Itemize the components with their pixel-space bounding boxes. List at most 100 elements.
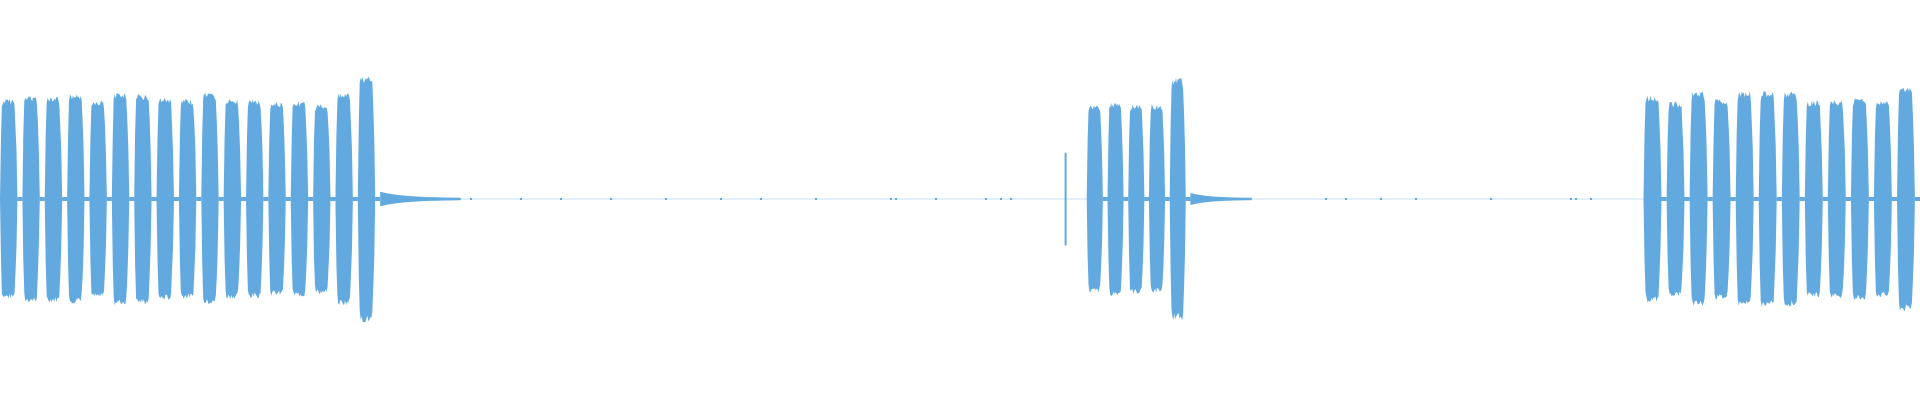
- waveform-gap: [308, 197, 314, 201]
- waveform-pulse: [1735, 91, 1754, 306]
- waveform-gap: [1822, 197, 1828, 201]
- waveform-gap: [1868, 197, 1874, 201]
- waveform-gap: [106, 197, 112, 201]
- waveform-pulse: [1666, 101, 1685, 297]
- waveform-speck: [1325, 198, 1327, 200]
- waveform-gap: [1102, 197, 1108, 201]
- waveform-gap: [1845, 197, 1851, 201]
- waveform-pulse: [1873, 101, 1892, 297]
- waveform-gap: [174, 197, 179, 201]
- waveform-gap: [1165, 197, 1170, 201]
- waveform-pulse: [268, 102, 286, 296]
- waveform-pulse: [1643, 95, 1662, 303]
- waveform-gap: [1753, 197, 1759, 201]
- waveform-pulse: [134, 93, 152, 304]
- waveform-speck: [1415, 198, 1417, 200]
- tail-2: [1190, 193, 1252, 205]
- waveform-pulse: [22, 95, 40, 303]
- click-1: [1064, 152, 1067, 246]
- waveform-gap: [39, 197, 45, 201]
- waveform-gap: [1799, 197, 1805, 201]
- waveform-pulse: [44, 96, 63, 303]
- waveform-gap: [196, 197, 202, 201]
- waveform-gap: [218, 197, 224, 201]
- waveform-pulse: [313, 104, 331, 295]
- waveform-gap: [129, 197, 135, 201]
- waveform-speck: [985, 198, 987, 200]
- waveform-speck: [760, 198, 762, 200]
- waveform-speck: [1345, 198, 1347, 200]
- waveform-speck: [665, 198, 667, 200]
- waveform-pulse: [111, 92, 130, 306]
- waveform-gap: [1707, 197, 1713, 201]
- waveform-pulse: [1086, 105, 1103, 293]
- waveform-gap: [1123, 197, 1129, 201]
- waveform-gap: [241, 197, 246, 201]
- waveform-pulse: [1148, 104, 1166, 293]
- waveform-speck: [1490, 198, 1492, 200]
- waveform-pulse: [89, 99, 107, 297]
- waveform-gap: [375, 197, 381, 201]
- waveform-gap: [84, 197, 90, 201]
- waveform-pulse: [1804, 100, 1823, 298]
- waveform-gap: [1661, 197, 1667, 201]
- waveform-speck: [1590, 198, 1592, 200]
- burst-2: [1086, 77, 1191, 321]
- waveform-pulse: [0, 99, 18, 299]
- waveform-gap: [1684, 197, 1690, 201]
- waveform-speck: [890, 198, 892, 200]
- waveform-speck: [610, 198, 612, 200]
- waveform-speck: [470, 198, 472, 200]
- waveform-speck: [935, 198, 937, 200]
- waveform-gap: [1891, 197, 1897, 201]
- waveform-pulse: [1169, 77, 1186, 321]
- waveform-speck: [815, 198, 817, 200]
- burst-1: [0, 76, 381, 323]
- waveform-pulse: [1107, 102, 1124, 296]
- waveform-pulse: [1850, 98, 1869, 301]
- waveform-gap: [263, 197, 269, 201]
- waveform-gap: [17, 197, 23, 201]
- waveform-pulse: [357, 76, 376, 323]
- waveform-pulse: [156, 98, 174, 300]
- waveform-pulse: [1128, 104, 1145, 294]
- waveform-pulse: [290, 101, 309, 297]
- waveform-gap: [352, 197, 358, 201]
- waveform-speck: [1575, 198, 1577, 200]
- waveform-speck: [560, 198, 562, 200]
- burst-3: [1643, 87, 1920, 311]
- waveform-gap: [62, 197, 68, 201]
- waveform-pulse: [1689, 91, 1708, 306]
- tail-1: [380, 191, 461, 207]
- waveform-speck: [1380, 198, 1382, 200]
- waveform-gap: [1914, 197, 1920, 201]
- waveform-noise: [470, 198, 1592, 200]
- waveform-gap: [330, 197, 336, 201]
- waveform-speck: [1000, 198, 1002, 200]
- waveform-speck: [1010, 198, 1012, 200]
- waveform-pulse: [1897, 87, 1915, 311]
- waveform-gap: [285, 197, 291, 201]
- waveform-speck: [895, 198, 897, 200]
- waveform-pulse: [1758, 91, 1777, 308]
- waveform-gap: [1144, 197, 1149, 201]
- waveform-marks: [0, 76, 1920, 323]
- waveform-gap: [151, 197, 157, 201]
- waveform-gap: [1776, 197, 1782, 201]
- waveform-pulse: [1712, 98, 1731, 300]
- waveform-pulse: [246, 99, 264, 299]
- waveform-speck: [520, 198, 522, 200]
- waveform-pulse: [335, 93, 353, 306]
- waveform-speck: [720, 198, 722, 200]
- waveform-pulse: [67, 94, 85, 304]
- waveform-speck: [1570, 198, 1572, 200]
- waveform-gap: [1730, 197, 1736, 201]
- waveform-pulse: [1827, 100, 1846, 298]
- waveform-pulse: [178, 99, 197, 299]
- waveform-pulse: [1781, 91, 1800, 307]
- waveform-gap: [1185, 197, 1191, 201]
- waveform-pulse: [223, 99, 242, 300]
- waveform-pulse: [201, 93, 219, 305]
